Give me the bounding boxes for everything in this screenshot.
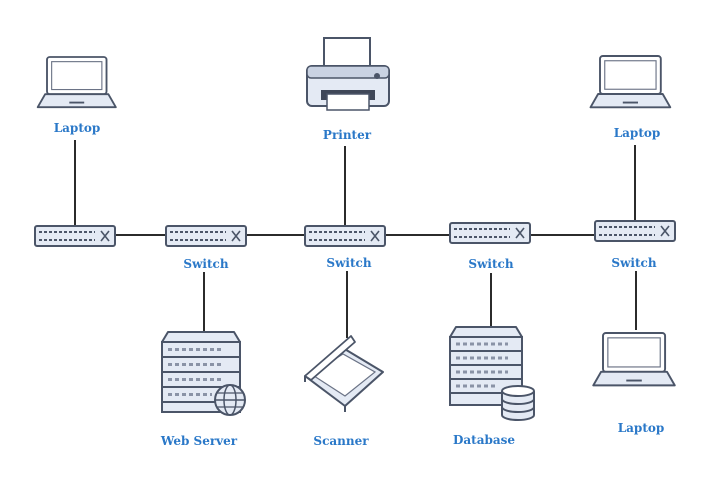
switch-icon (34, 225, 116, 247)
globe-icon (214, 384, 246, 416)
scanner-label: Scanner (313, 434, 369, 448)
server-icon (161, 331, 241, 413)
database-icon (449, 326, 535, 421)
laptop-top-left-label: Laptop (54, 121, 101, 135)
switch-icon (304, 225, 386, 247)
scanner-icon (304, 335, 384, 412)
switch-label-4: Switch (468, 257, 513, 271)
switch-icon (449, 222, 531, 244)
switch-label-2: Switch (183, 257, 228, 271)
storage-cylinder (501, 385, 535, 421)
laptop-icon (592, 332, 676, 387)
laptop-icon (589, 55, 672, 109)
switch-label-3: Switch (326, 256, 371, 270)
laptop-bottom-right-label: Laptop (618, 421, 665, 435)
printer-icon (306, 37, 390, 111)
web-server-label: Web Server (160, 434, 238, 448)
laptop-icon (36, 56, 117, 109)
switch-icon (594, 220, 676, 242)
switch-icon (165, 225, 247, 247)
switch-label-5: Switch (611, 256, 656, 270)
laptop-top-right-label: Laptop (614, 126, 661, 140)
printer-label: Printer (323, 128, 372, 142)
database-label: Database (453, 433, 515, 447)
